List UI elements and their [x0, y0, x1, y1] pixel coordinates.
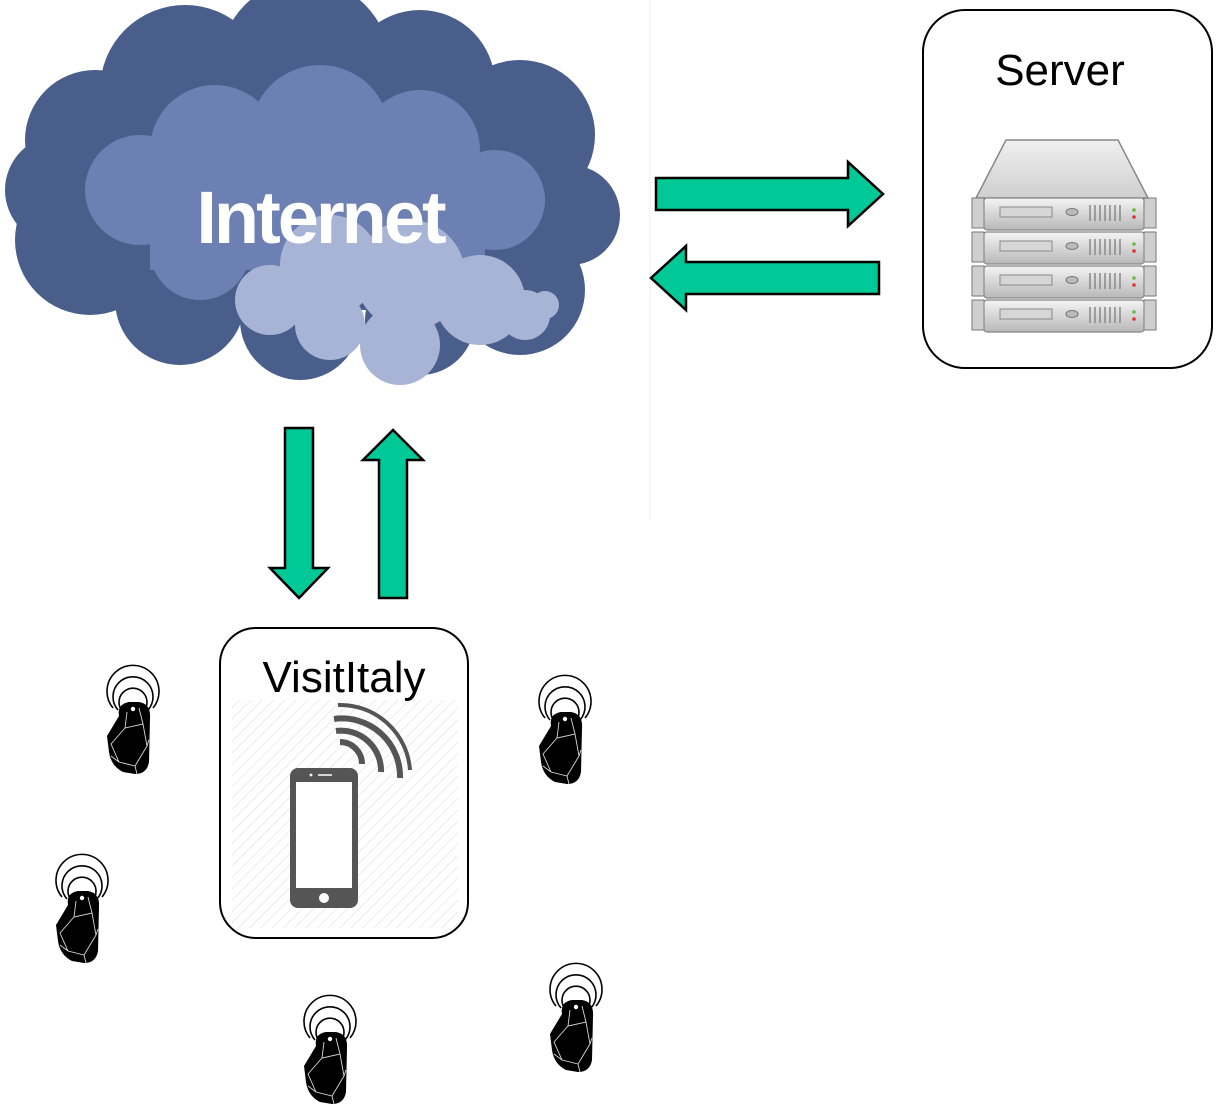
smartphone-icon: [290, 768, 358, 908]
arrow-from-server: [649, 243, 881, 313]
beacon-icon: [549, 962, 603, 1073]
arrow-to-server: [654, 159, 885, 229]
arrow-to-app: [267, 426, 331, 600]
wireless-signal-icon: [333, 702, 412, 779]
beacon-icon: [303, 994, 357, 1105]
internet-label: Internet: [196, 176, 446, 259]
server-unit: [971, 197, 1157, 231]
beacon-icon: [55, 853, 109, 964]
server-rack-icon: [971, 139, 1157, 333]
beacon-icon: [106, 664, 160, 775]
arrow-from-app: [359, 428, 427, 600]
server-unit: [971, 299, 1157, 333]
beacon-icon: [538, 674, 592, 785]
server-unit: [971, 265, 1157, 299]
internet-cloud-icon: Internet: [5, 0, 620, 385]
server-label: Server: [995, 46, 1125, 95]
app-box: VisitItaly: [219, 627, 469, 939]
server-box: Server: [922, 9, 1213, 369]
app-label: VisitItaly: [262, 653, 425, 702]
server-unit: [971, 231, 1157, 265]
